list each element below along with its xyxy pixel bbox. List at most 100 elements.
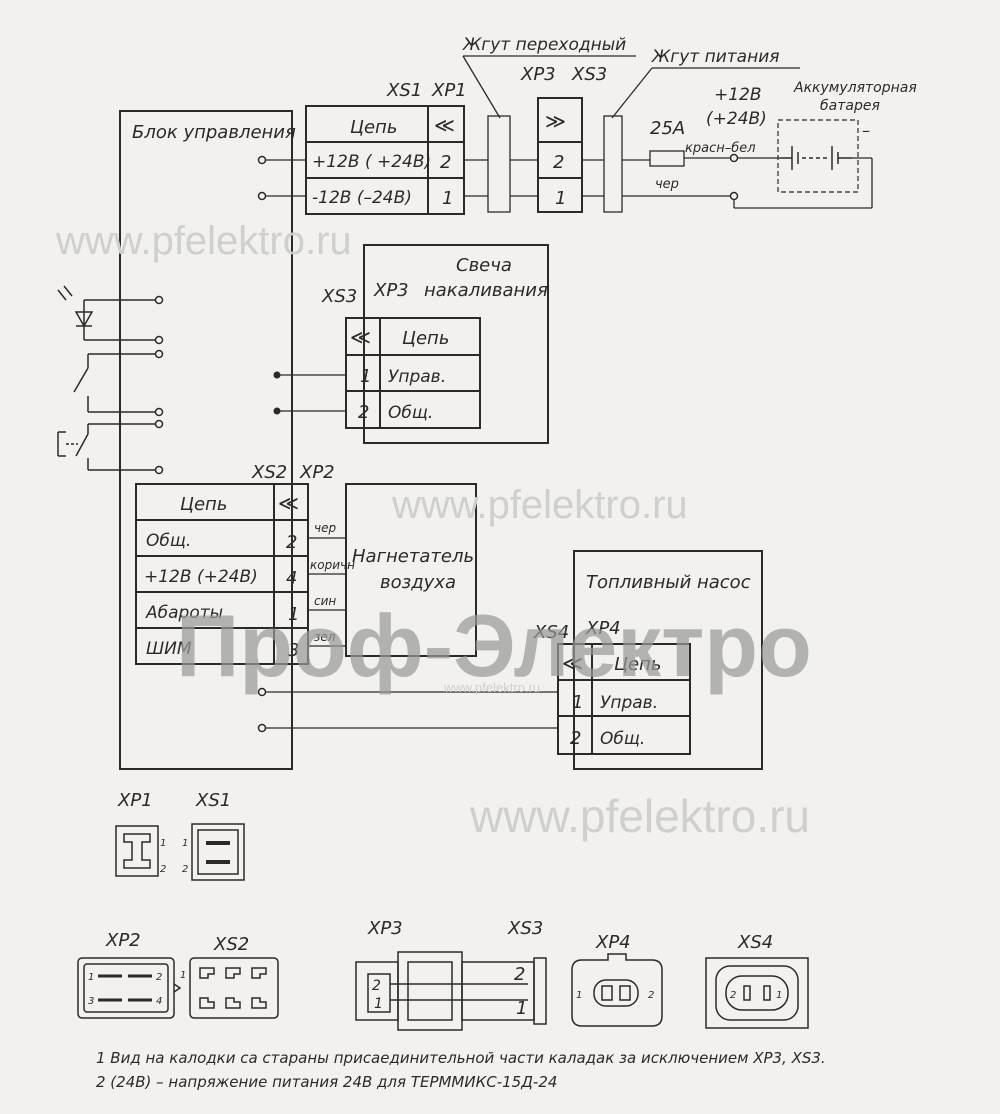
pinout-xp3-label: XP3 (367, 918, 403, 939)
battery-voltage-2: (+24В) (706, 109, 767, 129)
pinout-xp2-label: XP2 (105, 930, 141, 951)
push-button (57, 423, 156, 471)
pinout-xp1-pin1: 1 (160, 838, 166, 849)
blower-box (345, 483, 477, 657)
pinout-xs2 (189, 957, 279, 1019)
xs1-header: Цепь (350, 117, 397, 138)
pinout-xp4 (571, 953, 663, 1027)
pinout-xs4-pin1: 1 (776, 990, 782, 1001)
fuel-pump-table: ≪ Цепь 1 Управ. 2 Общ. (557, 643, 691, 755)
pinout-xs1-pin2: 2 (182, 864, 188, 875)
blower-wires (308, 537, 346, 647)
fuel-pump-header: Цепь (614, 654, 661, 675)
xs1-row2-pin: 1 (442, 188, 453, 209)
pinout-xp2-pin2: 2 (156, 972, 162, 983)
wire-black-blower: чер (314, 521, 336, 535)
fuse (649, 150, 685, 167)
watermark-url-2: www.pfelektro.ru (391, 483, 688, 527)
wire-red-white: красн–бел (685, 141, 756, 156)
xs2-row4-pin: 3 (288, 640, 299, 661)
watermark-url-3: www.pfelektro.ru (469, 790, 810, 842)
xp3-plug-table: ≫ 2 1 (537, 97, 583, 213)
battery-label-2: батарея (820, 98, 880, 114)
pinout-xs4 (705, 957, 809, 1029)
watermark-brand: Проф-Электро (176, 596, 812, 695)
xs2-connector-symbol: ≪ (278, 491, 299, 515)
pinout-xs2-label: XS2 (213, 934, 249, 955)
blower-title-1: Нагнетатель (352, 546, 474, 567)
pinout-xs3-label: XS3 (507, 918, 543, 939)
fuel-pump-row2-circuit: Общ. (600, 729, 645, 749)
battery-minus: – (862, 121, 870, 140)
pinout-xp2-pin1: 1 (88, 972, 94, 983)
harness-adapter-sleeve-left (487, 115, 511, 213)
switch (73, 353, 156, 413)
pinout-xp1-pin2: 2 (160, 864, 166, 875)
battery-voltage-1: +12В (714, 85, 762, 105)
pinout-xs1 (191, 823, 245, 881)
glow-plug-connector-symbol: ≪ (350, 325, 371, 349)
label-xs4: XS4 (533, 622, 569, 643)
glow-plug-row1-pin: 1 (360, 366, 371, 387)
glow-plug-row2-pin: 2 (358, 402, 369, 423)
label-xs1: XS1 (386, 80, 422, 101)
wire-black-battery: чер (655, 177, 679, 192)
fuel-pump-row2-pin: 2 (570, 728, 581, 749)
xs2-row4-circuit: ШИМ (146, 639, 192, 659)
note-1: 1 Вид на калодки са стараны присаедините… (96, 1049, 826, 1067)
fuel-pump-row1-circuit: Управ. (600, 693, 658, 713)
glow-plug-title-2: накаливания (424, 280, 548, 301)
label-xp4: XP4 (585, 618, 621, 639)
xp3-plug-symbol: ≫ (545, 109, 566, 133)
blower-title-2: воздуха (380, 572, 456, 593)
glow-plug-header: Цепь (402, 328, 449, 349)
pinout-xs4-label: XS4 (737, 932, 773, 953)
pinout-xp4-pin2: 2 (648, 990, 654, 1001)
pinout-xp2 (77, 957, 182, 1019)
xs2-row3-circuit: Абароты (145, 603, 223, 623)
xs1-row1-pin: 2 (440, 152, 451, 173)
xs2-row3-pin: 1 (288, 604, 299, 625)
fuel-pump-connector-symbol: ≪ (562, 651, 583, 675)
fuel-pump-box (573, 550, 763, 770)
pinout-xp4-pin1: 1 (576, 990, 582, 1001)
control-unit-box (119, 110, 293, 770)
xs1-connector-symbol: ≪ (434, 113, 455, 137)
xs2-row2-pin: 4 (286, 568, 297, 589)
label-xs3-top: XS3 (571, 64, 607, 85)
fuse-rating: 25А (650, 118, 685, 139)
led-indicator (57, 285, 156, 341)
xs2-header: Цепь (180, 494, 227, 515)
label-xs2: XS2 (251, 462, 287, 483)
wire-green: зел (314, 630, 336, 644)
xs2-row1-circuit: Общ. (146, 531, 191, 551)
wire-blue: син (314, 594, 336, 608)
xs2-row1-pin: 2 (286, 532, 297, 553)
pinout-xs4-pin2: 2 (730, 990, 736, 1001)
glow-plug-table: ≪ Цепь 1 Управ. 2 Общ. (345, 317, 481, 429)
control-unit-title: Блок управления (132, 122, 296, 143)
label-xs3: XS3 (321, 286, 357, 307)
glow-plug-box (363, 244, 549, 444)
fuel-pump-title: Топливный насос (586, 572, 751, 593)
note-2: 2 (24В) – напряжение питания 24В для ТЕР… (96, 1073, 557, 1091)
battery-box (777, 119, 859, 193)
fuel-pump-row1-pin: 1 (572, 692, 583, 713)
xp3-pin-1: 1 (555, 188, 566, 209)
pinout-xp1-label: XP1 (117, 790, 153, 811)
label-xp1: XP1 (431, 80, 467, 101)
watermark-url-small: www.pfelektro.ru (443, 680, 540, 695)
harness-power-label: Жгут питания (651, 47, 779, 67)
xs1-row1-circuit: +12В ( +24В) (312, 152, 431, 172)
glow-plug-row1-circuit: Управ. (388, 367, 446, 387)
harness-power-sleeve (603, 115, 623, 213)
pinout-xs1-pin1: 1 (182, 838, 188, 849)
xs1-row2-circuit: -12В (–24В) (312, 188, 412, 208)
pinout-xs1-label: XS1 (195, 790, 231, 811)
pinout-xp2-pin3: 3 (88, 996, 94, 1007)
xs2-table: Цепь ≪ Общ. 2 +12В (+24В) 4 Абароты 1 ШИ… (135, 483, 309, 665)
glow-plug-row2-circuit: Общ. (388, 403, 433, 423)
pinout-xp1 (115, 825, 159, 877)
pinout-xs3-pin1: 1 (516, 998, 527, 1019)
battery-label-1: Аккумуляторная (793, 80, 917, 96)
